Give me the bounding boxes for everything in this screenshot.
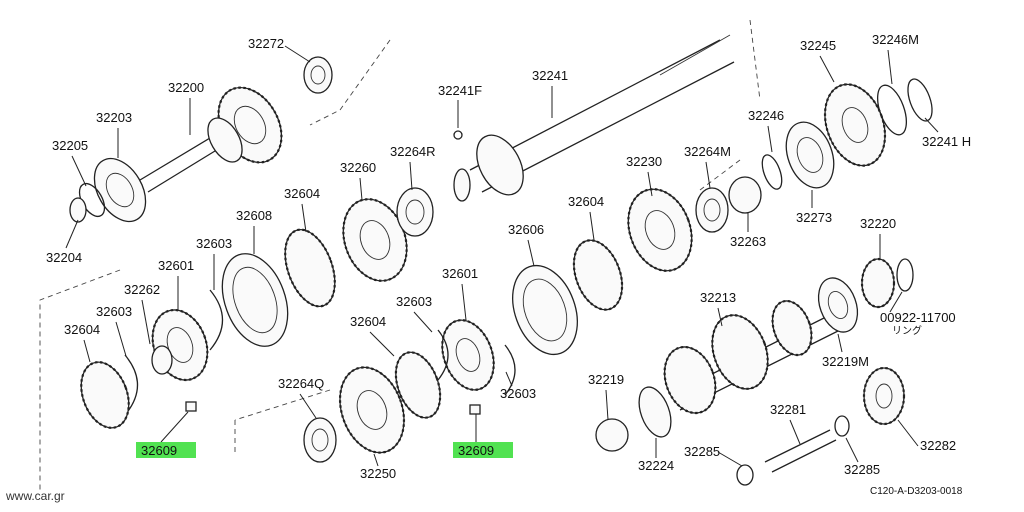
part-label-32230: 32230 xyxy=(626,154,662,169)
gear-32250 xyxy=(338,366,406,454)
needle-bearing-32272 xyxy=(303,56,333,94)
part-label-32264m: 32264M xyxy=(684,144,731,159)
part-label-32603: 32603 xyxy=(500,386,536,401)
main-shaft-32241 xyxy=(453,34,735,202)
input-shaft-32200 xyxy=(139,86,283,193)
part-label-32200: 32200 xyxy=(168,80,204,95)
part-label-32601: 32601 xyxy=(442,266,478,281)
part-label-32604: 32604 xyxy=(568,194,604,209)
assembly-boundaries xyxy=(39,19,761,490)
reverse-idler-gear-32282 xyxy=(862,366,906,426)
part-label-32263: 32263 xyxy=(730,234,766,249)
gear-32245 xyxy=(823,83,887,167)
part-label-32250: 32250 xyxy=(360,466,396,481)
part-label-32285: 32285 xyxy=(684,444,720,459)
part-label-32264q: 32264Q xyxy=(278,376,324,391)
part-label-32204: 32204 xyxy=(46,250,82,265)
part-label-32241: 32241 xyxy=(532,68,568,83)
counter-shaft-32213 xyxy=(663,299,851,415)
nut-32204 xyxy=(69,197,87,223)
part-label-32603: 32603 xyxy=(396,294,432,309)
part-label-32608: 32608 xyxy=(236,208,272,223)
part-label-32246m: 32246M xyxy=(872,32,919,47)
part-label-32606: 32606 xyxy=(508,222,544,237)
needle-bearing-32264M xyxy=(695,187,729,233)
highlighted-part-labels: 32609 32609 xyxy=(141,443,494,458)
sleeve-32608 xyxy=(221,253,289,347)
part-number-labels: 32272 32200 32203 32205 32204 32241F 32241 3224… xyxy=(46,32,971,481)
diagram-code: C120-A-D3203-0018 xyxy=(870,486,963,497)
bearing-32219M xyxy=(817,277,859,333)
needle-bearing-32264Q xyxy=(303,417,337,463)
part-label-32205: 32205 xyxy=(52,138,88,153)
small-note: リング xyxy=(892,324,922,337)
part-label-32246: 32246 xyxy=(748,108,784,123)
part-label-00922-11700: 00922-11700 xyxy=(880,310,956,325)
needle-bearing-32264R xyxy=(396,187,434,237)
part-label-32604: 32604 xyxy=(350,314,386,329)
snap-ring-32241H xyxy=(907,78,933,122)
key-32609-left xyxy=(185,401,197,412)
sleeve-32606 xyxy=(512,264,578,356)
bushing-32262 xyxy=(151,345,173,375)
part-label-32281: 32281 xyxy=(770,402,806,417)
circlip-32285-right xyxy=(834,415,850,437)
part-label-32260: 32260 xyxy=(340,160,376,175)
part-label-32219m: 32219M xyxy=(822,354,869,369)
part-label-32282: 32282 xyxy=(920,438,956,453)
hub-32601-left xyxy=(151,308,209,382)
synchro-ring-32604-lower xyxy=(394,351,442,419)
bushing-32219 xyxy=(595,418,629,452)
highlighted-label-32609: 32609 xyxy=(141,443,177,458)
part-label-32219: 32219 xyxy=(588,372,624,387)
part-label-32245: 32245 xyxy=(800,38,836,53)
ring-32246M xyxy=(876,84,908,136)
part-label-32285: 32285 xyxy=(844,462,880,477)
reverse-idler-shaft-32281 xyxy=(764,429,837,473)
gear-32220 xyxy=(860,257,896,309)
part-label-32224: 32224 xyxy=(638,458,674,473)
snap-ring-00922-11700 xyxy=(896,258,914,292)
part-label-32264r: 32264R xyxy=(390,144,436,159)
part-label-32601: 32601 xyxy=(158,258,194,273)
gear-32230 xyxy=(627,188,693,272)
part-label-32241h: 32241 H xyxy=(922,134,971,149)
gear-32260 xyxy=(342,198,408,282)
highlight-boxes xyxy=(136,442,513,458)
part-label-32603: 32603 xyxy=(196,236,232,251)
part-label-32220: 32220 xyxy=(860,216,896,231)
thrust-washer-32224 xyxy=(638,386,672,438)
part-label-32604: 32604 xyxy=(64,322,100,337)
leader-lines xyxy=(65,45,939,467)
part-label-32273: 32273 xyxy=(796,210,832,225)
synchro-ring-32604-left xyxy=(80,361,130,429)
part-label-32262: 32262 xyxy=(124,282,160,297)
hub-32601-center xyxy=(441,319,495,391)
washer-32246 xyxy=(761,154,783,190)
part-label-32241f: 32241F xyxy=(438,83,482,98)
circlip-32285-left xyxy=(736,464,754,486)
sleeve-32263 xyxy=(728,176,762,214)
highlighted-label-32609: 32609 xyxy=(458,443,494,458)
part-label-32213: 32213 xyxy=(700,290,736,305)
part-label-32272: 32272 xyxy=(248,36,284,51)
bearing-32273 xyxy=(785,121,835,189)
synchro-ring-32604-right xyxy=(572,239,624,311)
watermark: www.car.gr xyxy=(5,489,65,503)
bearing-32203 xyxy=(93,157,147,223)
part-label-32203: 32203 xyxy=(96,110,132,125)
spring-32603-center xyxy=(437,329,516,396)
key-32609-center xyxy=(469,404,481,415)
synchro-ring-32604-upper xyxy=(284,228,336,308)
part-label-32604: 32604 xyxy=(284,186,320,201)
part-label-32603: 32603 xyxy=(96,304,132,319)
